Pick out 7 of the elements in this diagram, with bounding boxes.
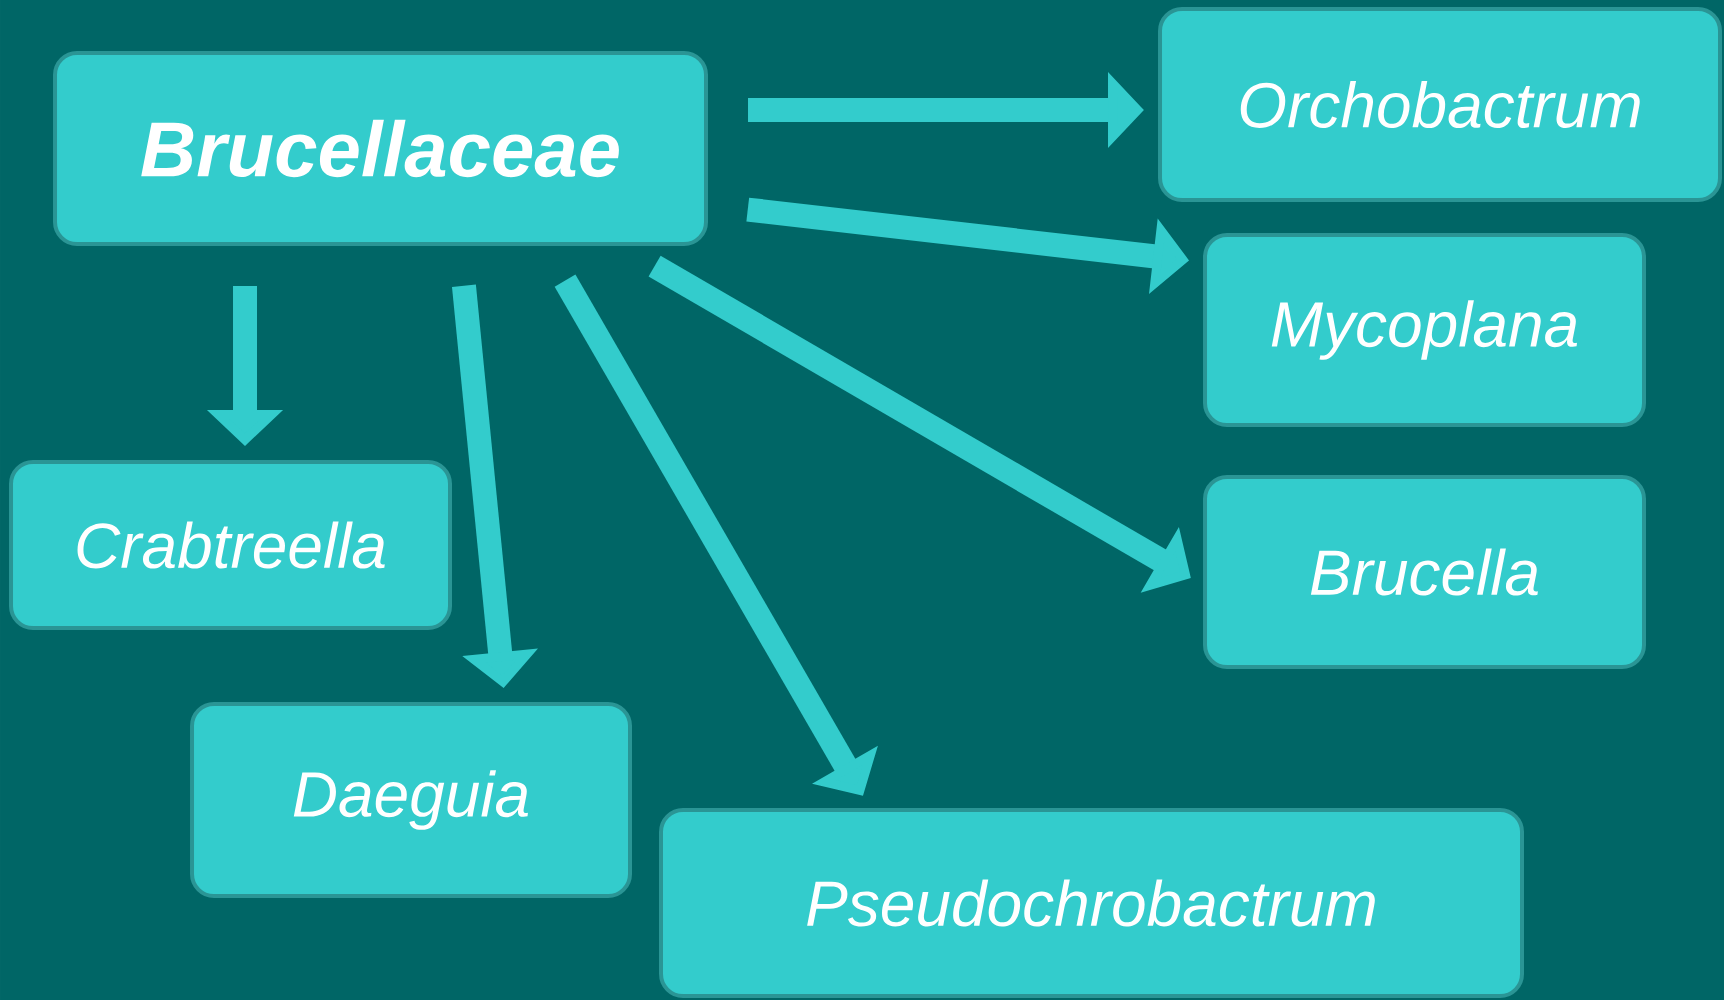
taxon-box: Orchobactrum [1158, 7, 1722, 202]
taxon-box: Mycoplana [1203, 233, 1646, 427]
taxon-box: Brucellaceae [53, 51, 708, 246]
taxon-box: Brucella [1203, 475, 1646, 669]
taxon-box: Daeguia [190, 702, 632, 898]
taxon-box: Pseudochrobactrum [659, 808, 1524, 998]
taxon-box: Crabtreella [9, 460, 452, 630]
